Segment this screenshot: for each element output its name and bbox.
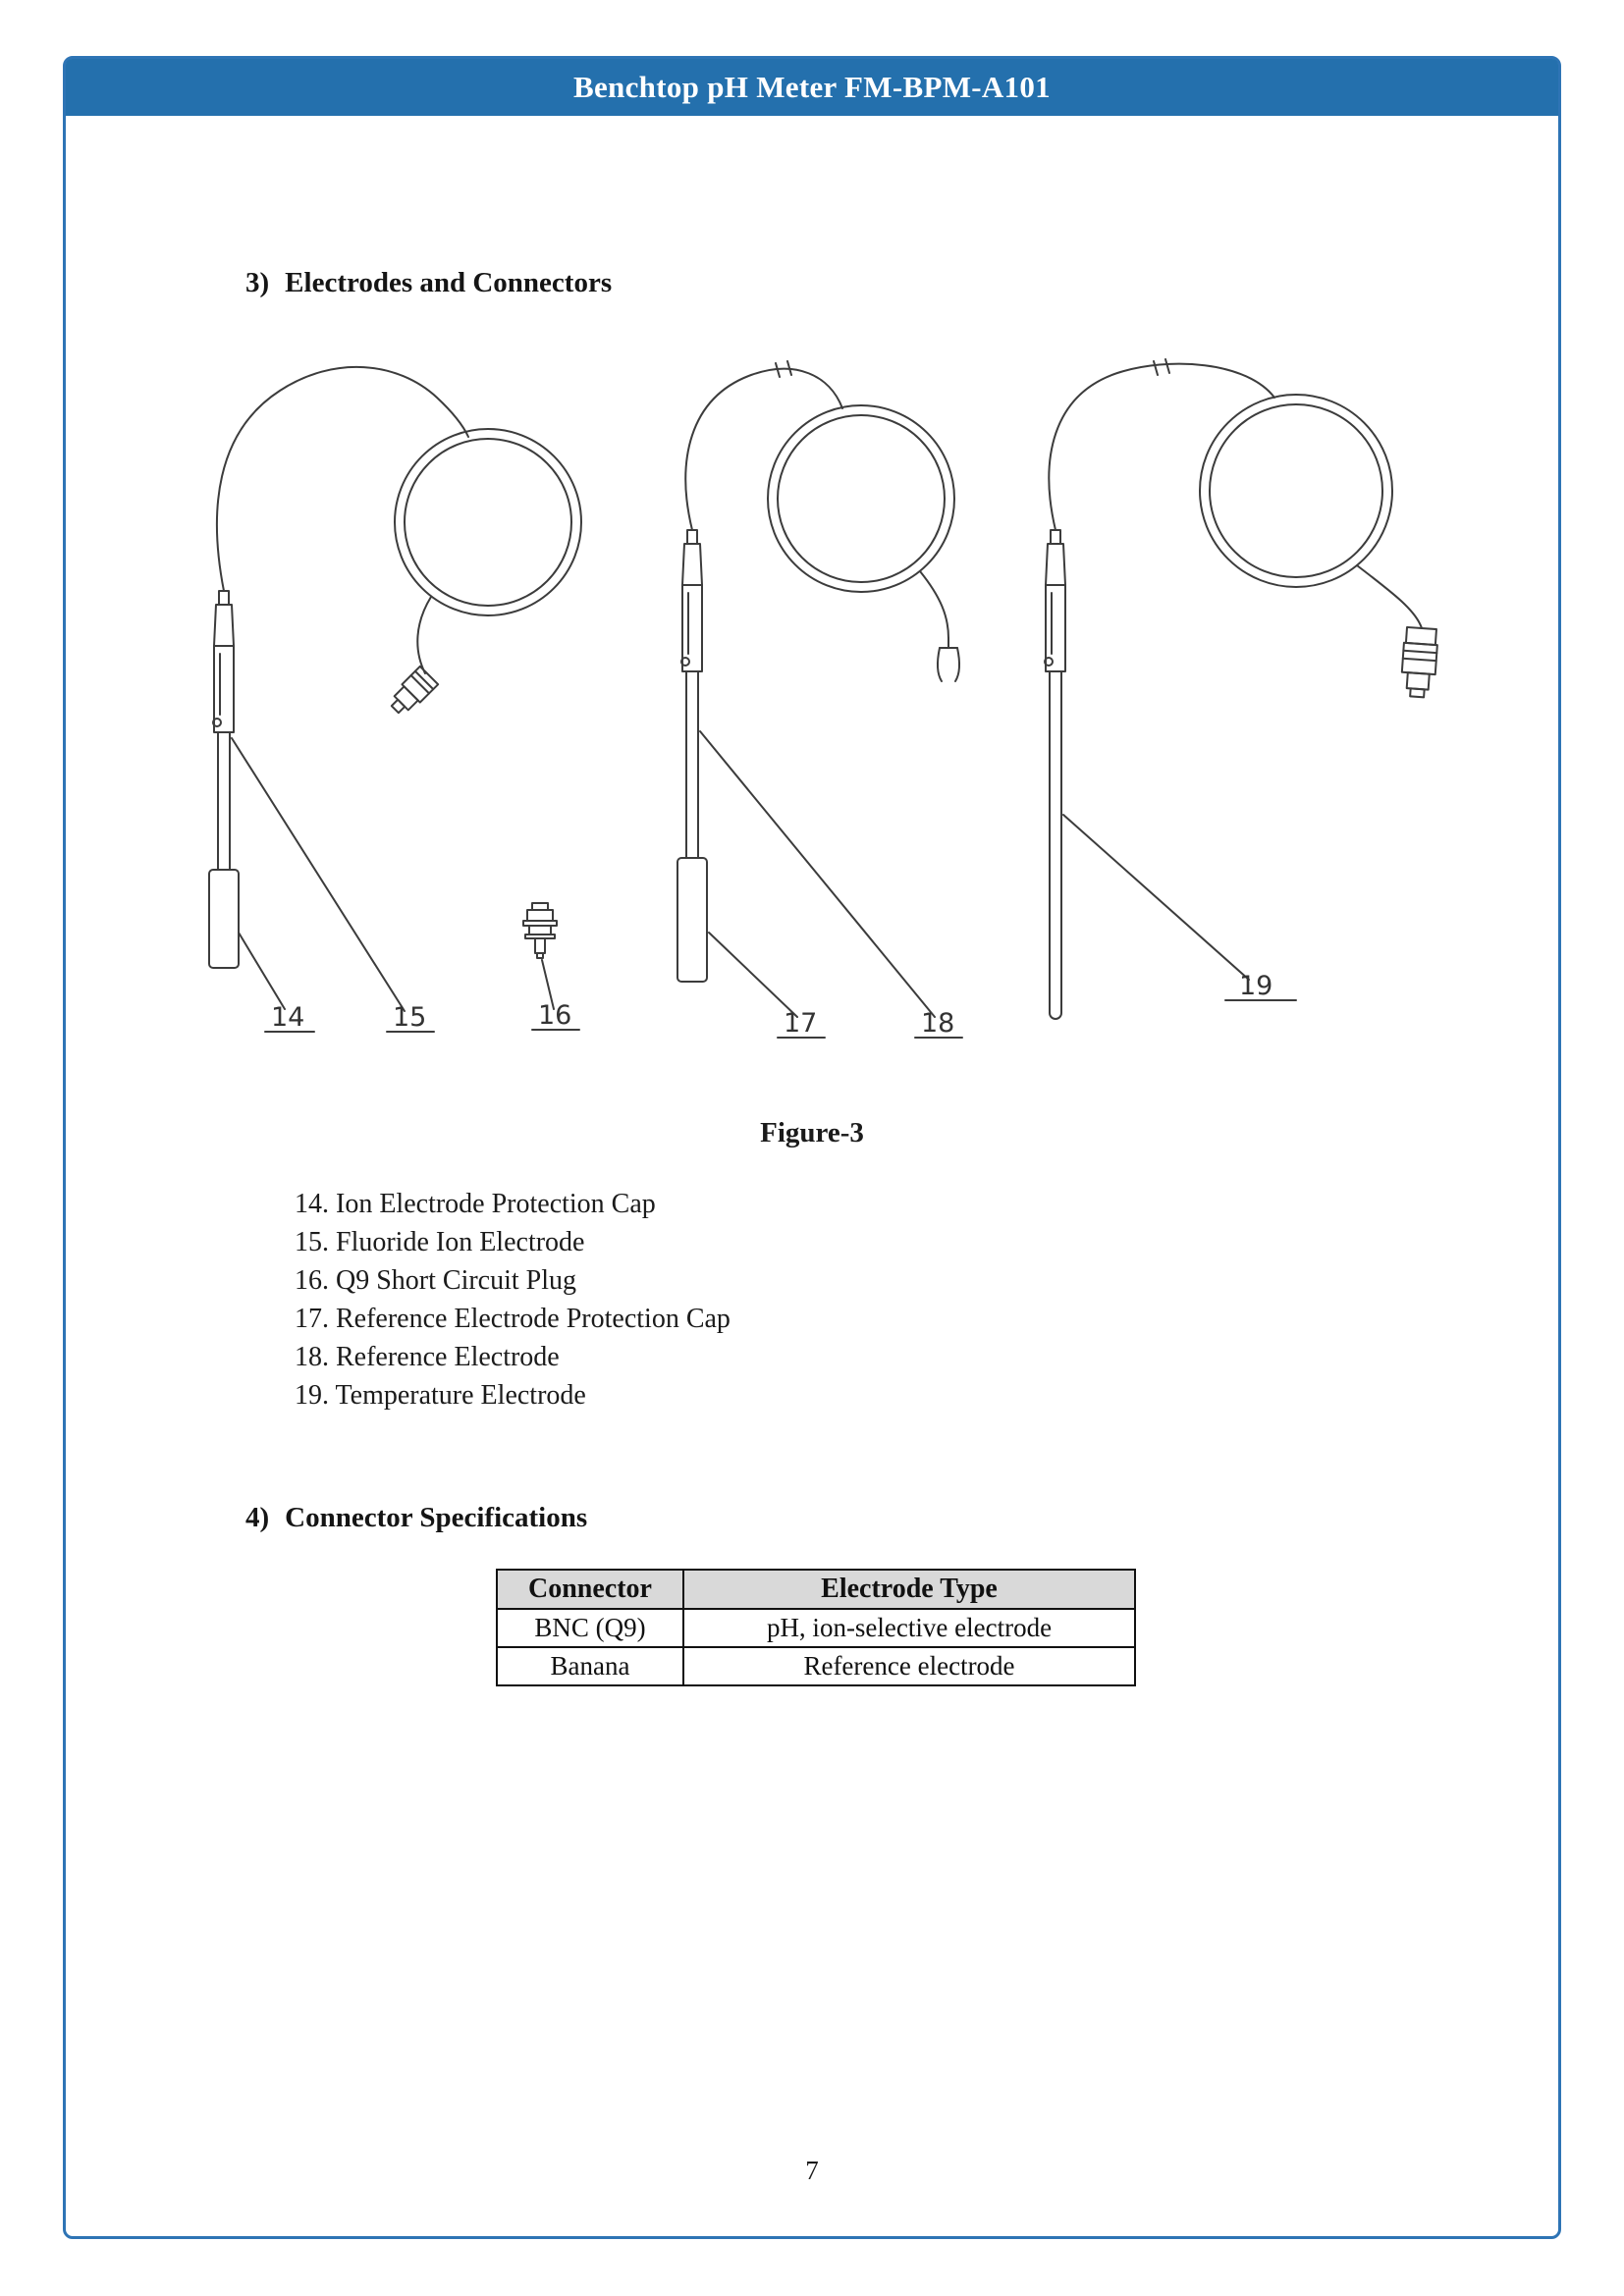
figure-label-16: 16 xyxy=(538,1000,571,1031)
legend-item: 18. Reference Electrode xyxy=(295,1342,560,1372)
fluoride-ion-electrode-drawing xyxy=(208,365,582,969)
legend-item: 16. Q9 Short Circuit Plug xyxy=(295,1265,577,1296)
cell-electrode-type: Reference electrode xyxy=(682,1646,1136,1686)
legend-item: 15. Fluoride Ion Electrode xyxy=(295,1227,585,1257)
figure-label-19: 19 xyxy=(1239,971,1272,1001)
fork-terminal-icon xyxy=(936,637,961,682)
figure-label-18: 18 xyxy=(921,1008,954,1039)
table-header-row: Connector Electrode Type xyxy=(496,1569,1136,1610)
page-title: Benchtop pH Meter FM-BPM-A101 xyxy=(573,70,1051,104)
figure-label-15: 15 xyxy=(393,1002,426,1033)
section-3-heading: 3) Electrodes and Connectors xyxy=(245,267,612,299)
figure-3-drawing: 14 15 16 17 18 19 xyxy=(187,344,1443,1090)
bnc-connector-icon xyxy=(390,665,440,715)
electrodes-line-art: 14 15 16 17 18 19 xyxy=(208,358,1438,1039)
legend-item: 17. Reference Electrode Protection Cap xyxy=(295,1304,731,1334)
page-number: 7 xyxy=(805,2156,819,2185)
q9-short-circuit-plug-drawing xyxy=(522,902,558,959)
figure-caption: Figure-3 xyxy=(760,1117,864,1148)
reference-electrode-drawing xyxy=(677,360,961,983)
cell-connector: Banana xyxy=(496,1646,684,1686)
connector-spec-table: Connector Electrode Type BNC (Q9) pH, io… xyxy=(496,1569,1136,1686)
cell-connector: BNC (Q9) xyxy=(496,1608,684,1648)
leader-lines xyxy=(231,730,1297,1039)
cylindrical-connector-icon xyxy=(1400,625,1438,699)
figure-label-17: 17 xyxy=(784,1008,817,1039)
temperature-electrode-drawing xyxy=(1044,358,1438,1020)
legend-item: 19. Temperature Electrode xyxy=(295,1380,586,1411)
table-header-electrode-type: Electrode Type xyxy=(682,1569,1136,1610)
figure-legend: 14. Ion Electrode Protection Cap 15. Flu… xyxy=(295,1185,731,1415)
figure-label-14: 14 xyxy=(271,1002,304,1033)
section-4-number: 4) xyxy=(245,1502,270,1533)
legend-item: 14. Ion Electrode Protection Cap xyxy=(295,1189,656,1219)
section-4-heading: 4) Connector Specifications xyxy=(245,1502,587,1534)
section-3-number: 3) xyxy=(245,267,270,298)
table-row: BNC (Q9) pH, ion-selective electrode xyxy=(496,1608,1136,1648)
header-bar: Benchtop pH Meter FM-BPM-A101 xyxy=(66,59,1558,116)
section-3-title: Electrodes and Connectors xyxy=(285,267,613,298)
table-row: Banana Reference electrode xyxy=(496,1646,1136,1686)
section-4-title: Connector Specifications xyxy=(285,1502,588,1533)
cell-electrode-type: pH, ion-selective electrode xyxy=(682,1608,1136,1648)
table-header-connector: Connector xyxy=(496,1569,684,1610)
